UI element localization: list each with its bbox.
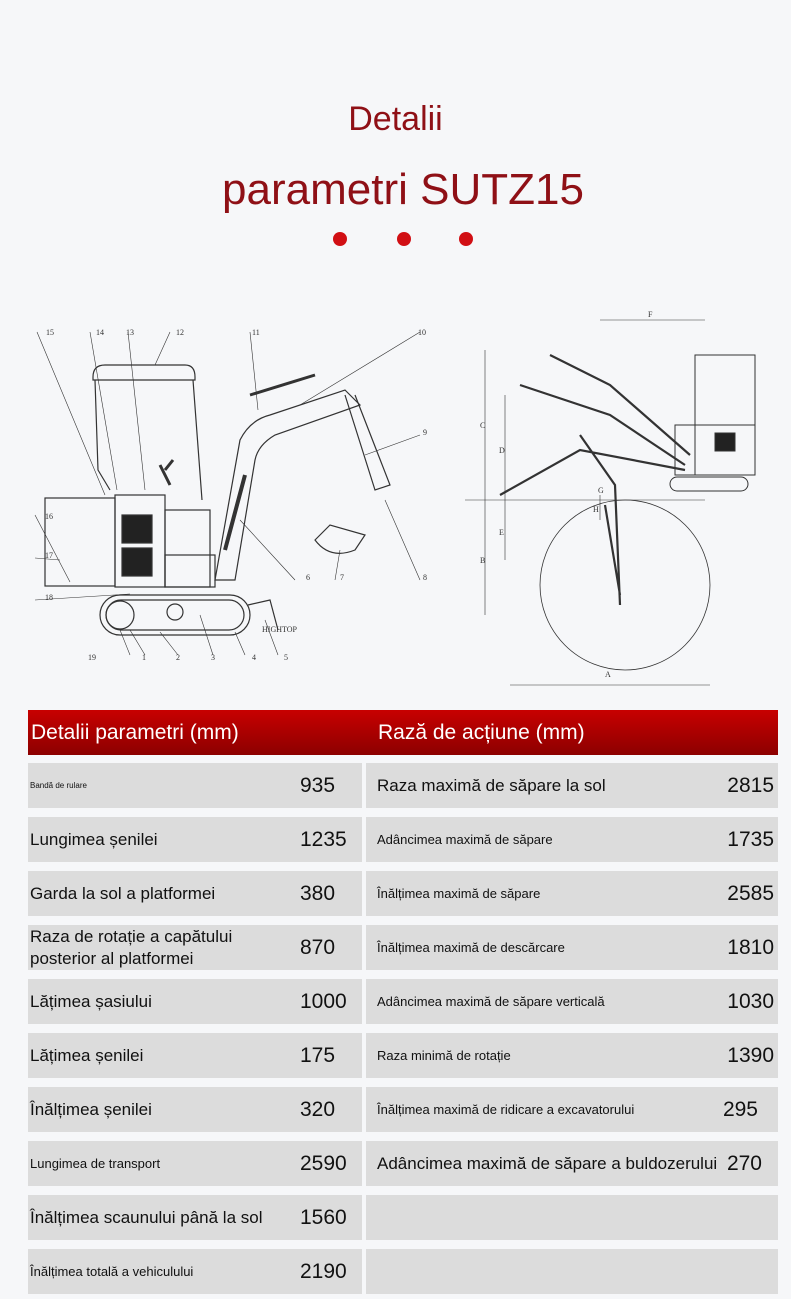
svg-text:8: 8 bbox=[423, 573, 427, 582]
table-cell-right bbox=[366, 1195, 778, 1240]
table-cell-right: Înălțimea maximă de săpare 2585 bbox=[366, 871, 778, 916]
svg-text:6: 6 bbox=[306, 573, 310, 582]
param-label: Raza minimă de rotație bbox=[377, 1047, 511, 1063]
param-label: Lățimea șasiului bbox=[30, 991, 152, 1011]
param-label: Lățimea șenilei bbox=[30, 1045, 144, 1065]
svg-text:18: 18 bbox=[45, 593, 53, 602]
param-value: 380 bbox=[300, 881, 336, 905]
param-value: 295 bbox=[722, 1097, 758, 1121]
param-label: Înălțimea totală a vehiculului bbox=[30, 1263, 194, 1279]
table-cell-left: Înălțimea șenilei 320 bbox=[28, 1087, 362, 1132]
svg-text:2: 2 bbox=[176, 653, 180, 662]
svg-text:14: 14 bbox=[96, 328, 104, 337]
svg-text:A: A bbox=[605, 670, 611, 679]
svg-text:D: D bbox=[499, 446, 505, 455]
param-value: 270 bbox=[726, 1151, 762, 1175]
svg-text:10: 10 bbox=[418, 328, 426, 337]
param-value: 1000 bbox=[300, 989, 347, 1013]
param-value: 1810 bbox=[727, 935, 774, 959]
svg-text:H: H bbox=[593, 505, 599, 514]
svg-text:1: 1 bbox=[142, 653, 146, 662]
svg-text:5: 5 bbox=[284, 653, 288, 662]
param-label: Bandă de rulare bbox=[30, 780, 87, 790]
title-line2: parametri SUTZ15 bbox=[222, 165, 584, 214]
table-cell-left: Înălțimea totală a vehiculului 2190 bbox=[28, 1249, 362, 1294]
svg-text:E: E bbox=[499, 528, 504, 537]
param-label: Înălțimea maximă de descărcare bbox=[377, 939, 565, 955]
param-label: Înălțimea maximă de săpare bbox=[377, 885, 541, 901]
excavator-side-drawing: HIGHTOP 1 2 3 4 5 6 7 8 9 10 11 12 13 14… bbox=[34, 328, 427, 662]
table-cell-right: Adâncimea maximă de săpare a buldozerulu… bbox=[366, 1141, 778, 1186]
svg-text:9: 9 bbox=[423, 428, 427, 437]
param-value: 1390 bbox=[727, 1043, 774, 1067]
param-label: Lungimea de transport bbox=[30, 1155, 161, 1171]
param-value: 870 bbox=[300, 935, 336, 959]
param-label: Adâncimea maximă de săpare verticală bbox=[377, 993, 605, 1009]
param-value: 1560 bbox=[300, 1205, 347, 1229]
param-label: Lungimea șenilei bbox=[30, 829, 158, 849]
param-value: 2585 bbox=[727, 881, 774, 905]
table-cell-left: Bandă de rulare 935 bbox=[28, 763, 362, 808]
param-label: Adâncimea maximă de săpare a buldozerulu… bbox=[377, 1153, 718, 1173]
param-value: 1735 bbox=[727, 827, 774, 851]
svg-text:C: C bbox=[480, 421, 485, 430]
table-cell-right: Înălțimea maximă de ridicare a excavator… bbox=[366, 1087, 778, 1132]
table-header: Detalii parametri (mm) Rază de acțiune (… bbox=[28, 710, 778, 755]
decor-dot bbox=[459, 232, 473, 246]
param-value: 175 bbox=[300, 1043, 336, 1067]
title-line1: Detalii bbox=[348, 100, 443, 138]
svg-text:16: 16 bbox=[45, 512, 53, 521]
brand-text: HIGHTOP bbox=[262, 625, 298, 634]
svg-text:G: G bbox=[598, 486, 604, 495]
svg-text:7: 7 bbox=[340, 573, 344, 582]
param-value: 1235 bbox=[300, 827, 347, 851]
table-cell-left: Lățimea șasiului 1000 bbox=[28, 979, 362, 1024]
right-header: Rază de acțiune (mm) bbox=[378, 721, 585, 744]
table-cell-left: Lungimea șenilei 1235 bbox=[28, 817, 362, 862]
param-label: Raza de rotație a capătului posterior al… bbox=[30, 926, 233, 968]
table-cell-left: Raza de rotație a capătului posterior al… bbox=[28, 925, 362, 970]
decor-dot bbox=[333, 232, 347, 246]
table-cell-left: Înălțimea scaunului până la sol 1560 bbox=[28, 1195, 362, 1240]
svg-text:15: 15 bbox=[46, 328, 54, 337]
param-value: 935 bbox=[300, 773, 336, 797]
param-label bbox=[377, 1195, 727, 1240]
param-label: Adâncimea maximă de săpare bbox=[377, 831, 553, 847]
svg-text:13: 13 bbox=[126, 328, 134, 337]
left-header: Detalii parametri (mm) bbox=[31, 721, 239, 744]
table-cell-right: Raza minimă de rotație 1390 bbox=[366, 1033, 778, 1078]
svg-text:B: B bbox=[480, 556, 485, 565]
decor-dot bbox=[397, 232, 411, 246]
param-value: 2815 bbox=[727, 773, 774, 797]
param-value: 2590 bbox=[300, 1151, 347, 1175]
param-value: 320 bbox=[300, 1097, 336, 1121]
param-value: 1030 bbox=[727, 989, 774, 1013]
param-label: Garda la sol a platformei bbox=[30, 883, 216, 903]
svg-text:12: 12 bbox=[176, 328, 184, 337]
table-cell-right: Adâncimea maximă de săpare verticală 1030 bbox=[366, 979, 778, 1024]
svg-text:4: 4 bbox=[252, 653, 256, 662]
table-cell-left: Garda la sol a platformei 380 bbox=[28, 871, 362, 916]
svg-text:F: F bbox=[648, 310, 653, 319]
table-cell-right bbox=[366, 1249, 778, 1294]
svg-text:11: 11 bbox=[252, 328, 260, 337]
param-label: Înălțimea maximă de ridicare a excavator… bbox=[377, 1101, 635, 1117]
table-cell-left: Lungimea de transport 2590 bbox=[28, 1141, 362, 1186]
param-label: Raza maximă de săpare la sol bbox=[377, 775, 606, 795]
table-cell-right: Adâncimea maximă de săpare 1735 bbox=[366, 817, 778, 862]
svg-text:17: 17 bbox=[45, 551, 53, 560]
param-label: Înălțimea scaunului până la sol bbox=[30, 1207, 263, 1227]
param-label bbox=[377, 1249, 727, 1294]
svg-text:3: 3 bbox=[211, 653, 215, 662]
param-label: Înălțimea șenilei bbox=[30, 1099, 152, 1119]
table-cell-right: Raza maximă de săpare la sol 2815 bbox=[366, 763, 778, 808]
param-value: 2190 bbox=[300, 1259, 347, 1283]
table-cell-right: Înălțimea maximă de descărcare 1810 bbox=[366, 925, 778, 970]
svg-text:19: 19 bbox=[88, 653, 96, 662]
digging-range-drawing: A B C D E F G H bbox=[465, 310, 756, 686]
table-cell-left: Lățimea șenilei 175 bbox=[28, 1033, 362, 1078]
